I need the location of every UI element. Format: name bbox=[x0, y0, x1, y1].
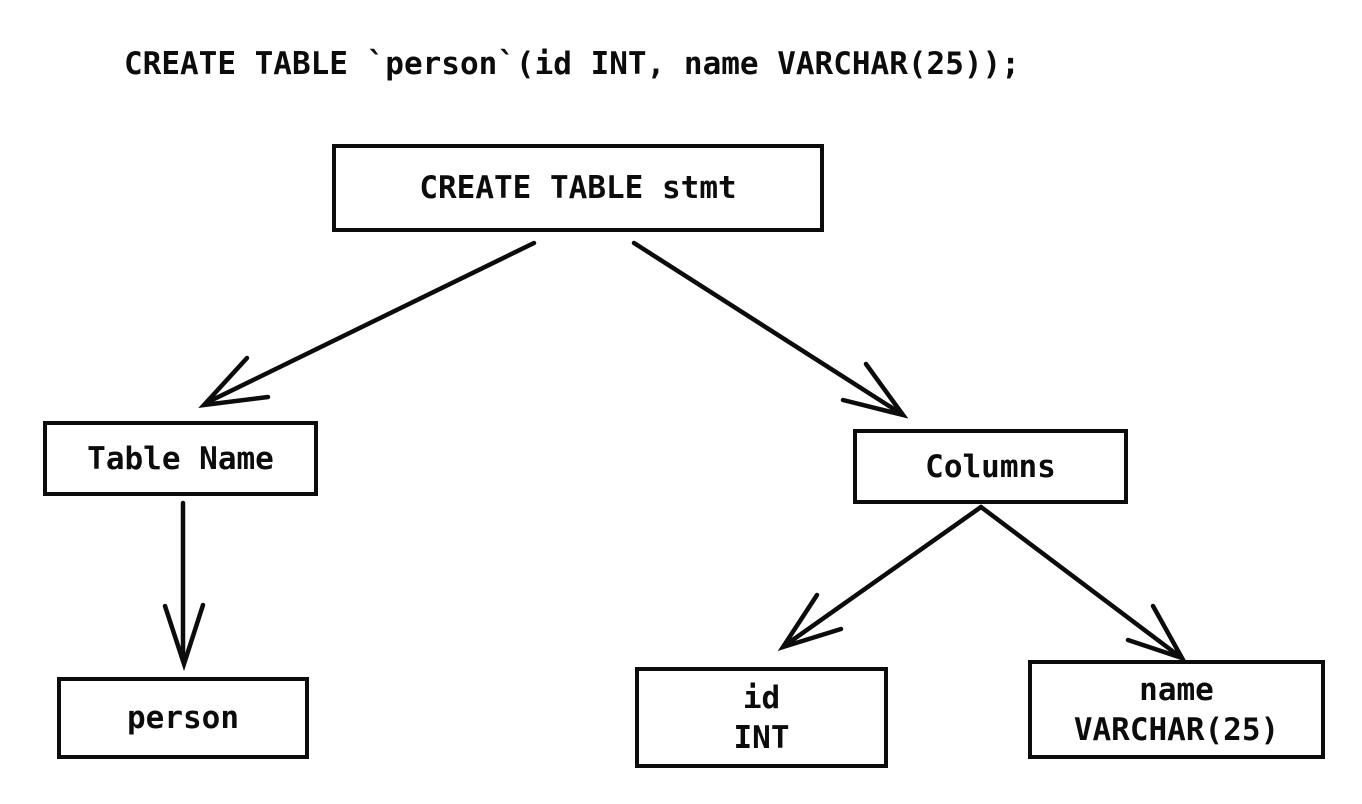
node-table-name-label: Table Name bbox=[87, 440, 274, 477]
node-name-column: name VARCHAR(25) bbox=[1028, 660, 1325, 759]
node-person: person bbox=[57, 677, 309, 759]
node-table-name: Table Name bbox=[43, 421, 318, 496]
node-name-column-name: name bbox=[1139, 671, 1214, 708]
node-id-column-name: id bbox=[742, 679, 781, 716]
arrow-columns-to-id-column bbox=[777, 504, 984, 652]
node-columns-label: Columns bbox=[925, 448, 1056, 485]
node-id-column: id INT bbox=[635, 667, 888, 768]
arrow-table-name-to-person bbox=[162, 500, 206, 672]
node-id-column-type: INT bbox=[733, 719, 790, 756]
node-create-table-stmt: CREATE TABLE stmt bbox=[332, 144, 824, 232]
node-columns: Columns bbox=[853, 429, 1128, 504]
node-person-label: person bbox=[127, 700, 239, 736]
arrow-columns-to-name-column bbox=[978, 504, 1187, 662]
arrow-root-to-table-name bbox=[198, 240, 537, 408]
arrow-root-to-columns bbox=[631, 240, 909, 419]
node-name-column-type: VARCHAR(25) bbox=[1073, 711, 1280, 748]
sql-statement: CREATE TABLE `person`(id INT, name VARCH… bbox=[124, 46, 1020, 82]
node-create-table-stmt-label: CREATE TABLE stmt bbox=[419, 170, 737, 206]
